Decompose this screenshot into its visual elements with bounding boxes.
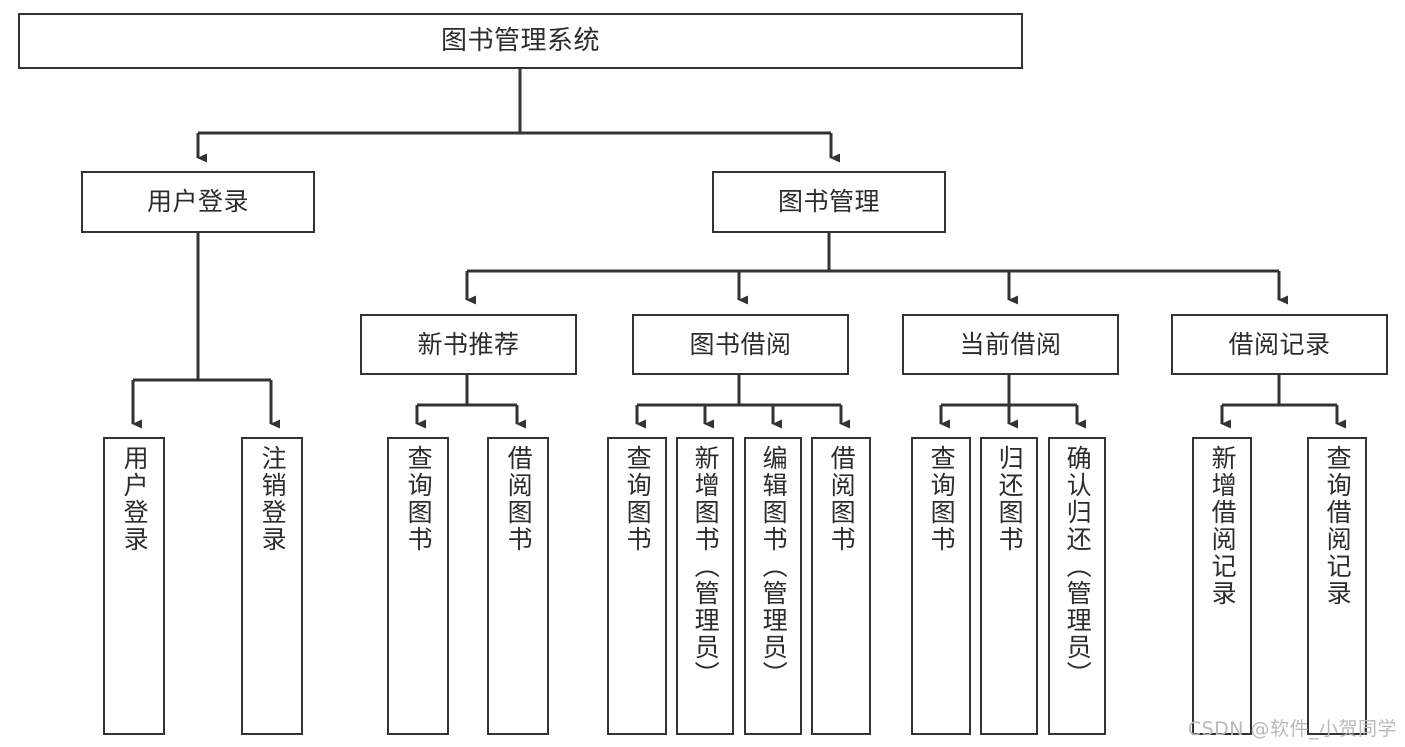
- node-current-borrow[interactable]: 当前借阅: [902, 314, 1119, 375]
- node-current-borrow-label: 当前借阅: [959, 329, 1062, 359]
- csdn-watermark: CSDN @软件_小贺同学: [1187, 718, 1397, 740]
- node-leaf-return-book[interactable]: 归还图书: [980, 437, 1038, 735]
- node-leaf-borrow-book-2-label: 借阅图书: [827, 445, 857, 553]
- node-leaf-edit-book-label: 编辑图书（管理员）: [759, 445, 789, 688]
- node-leaf-add-book[interactable]: 新增图书（管理员）: [676, 437, 734, 735]
- node-leaf-borrow-book-2[interactable]: 借阅图书: [811, 437, 871, 735]
- node-leaf-add-book-label: 新增图书（管理员）: [691, 445, 721, 688]
- node-leaf-borrow-book-1-label: 借阅图书: [504, 445, 534, 553]
- node-leaf-query-book-2-label: 查询图书: [623, 445, 653, 553]
- node-leaf-add-record-label: 新增借阅记录: [1208, 445, 1238, 607]
- node-book-management[interactable]: 图书管理: [712, 171, 946, 233]
- node-leaf-add-record[interactable]: 新增借阅记录: [1192, 437, 1252, 735]
- node-user-login-label: 用户登录: [146, 187, 249, 217]
- node-leaf-confirm-return-label: 确认归还（管理员）: [1063, 445, 1093, 688]
- node-book-management-label: 图书管理: [777, 187, 880, 217]
- node-leaf-user-logout-label: 注销登录: [258, 445, 288, 553]
- node-leaf-user-logout[interactable]: 注销登录: [241, 437, 303, 735]
- node-leaf-query-book-3-label: 查询图书: [927, 445, 957, 553]
- node-leaf-return-book-label: 归还图书: [995, 445, 1025, 553]
- node-root[interactable]: 图书管理系统: [18, 13, 1023, 69]
- node-root-label: 图书管理系统: [440, 25, 600, 56]
- node-leaf-query-book-1[interactable]: 查询图书: [387, 437, 449, 735]
- node-new-book-recommend-label: 新书推荐: [417, 329, 520, 359]
- node-leaf-borrow-book-1[interactable]: 借阅图书: [487, 437, 549, 735]
- node-leaf-user-login[interactable]: 用户登录: [103, 437, 165, 735]
- node-new-book-recommend[interactable]: 新书推荐: [360, 314, 577, 375]
- node-leaf-query-record-label: 查询借阅记录: [1323, 445, 1353, 607]
- node-book-borrow[interactable]: 图书借阅: [632, 314, 849, 375]
- node-leaf-query-book-1-label: 查询图书: [404, 445, 434, 553]
- node-borrow-record-label: 借阅记录: [1228, 329, 1331, 359]
- node-leaf-query-book-2[interactable]: 查询图书: [607, 437, 667, 735]
- node-leaf-edit-book[interactable]: 编辑图书（管理员）: [744, 437, 802, 735]
- node-leaf-query-book-3[interactable]: 查询图书: [911, 437, 971, 735]
- node-leaf-query-record[interactable]: 查询借阅记录: [1307, 437, 1367, 735]
- node-borrow-record[interactable]: 借阅记录: [1171, 314, 1388, 375]
- node-leaf-confirm-return[interactable]: 确认归还（管理员）: [1048, 437, 1106, 735]
- node-user-login[interactable]: 用户登录: [81, 171, 315, 233]
- node-book-borrow-label: 图书借阅: [689, 329, 792, 359]
- node-leaf-user-login-label: 用户登录: [120, 445, 150, 553]
